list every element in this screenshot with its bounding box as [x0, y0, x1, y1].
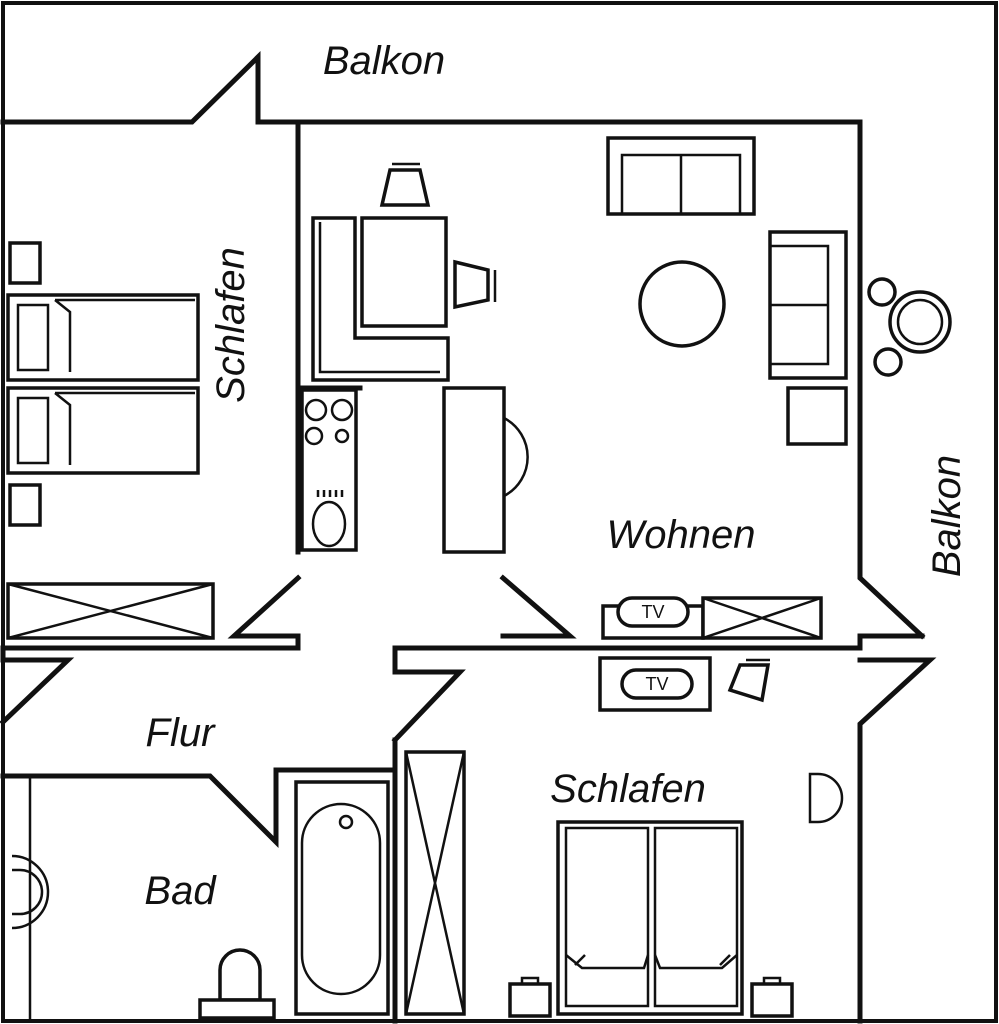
chair [453, 259, 490, 310]
toilet-tank [198, 998, 276, 1020]
nightstand [750, 982, 794, 1018]
stove-burner [304, 398, 328, 422]
bench [311, 216, 450, 382]
coffee-table [638, 260, 726, 348]
stove-burner [330, 398, 354, 422]
sink [311, 500, 347, 548]
bathroom-fixtures [11, 750, 466, 1020]
living-tv-unit: TV [601, 596, 823, 640]
balcony-chair [867, 277, 897, 307]
room-label-schlafen-bottom: Schlafen [550, 767, 706, 811]
stove-burner [334, 428, 350, 444]
kitchen-counter [300, 388, 358, 552]
kitchen [300, 386, 529, 554]
balcony-chair [873, 347, 903, 377]
toilet [218, 948, 262, 1002]
walls [0, 51, 937, 1024]
tv-label: TV [645, 674, 668, 694]
tv [616, 596, 690, 628]
room-label-balkon-right: Balkon [925, 455, 969, 577]
room-label-flur: Flur [146, 711, 217, 755]
room-labels: Balkon Schlafen Wohnen Balkon Flur Bad S… [144, 39, 969, 913]
bed [6, 293, 200, 382]
dining-table [360, 216, 448, 328]
bed [6, 386, 200, 475]
balcony-furniture [867, 277, 952, 377]
double-bed [556, 820, 744, 1016]
tv-label: TV [641, 602, 664, 622]
chair [727, 663, 771, 703]
room-label-balkon-top: Balkon [323, 39, 445, 83]
nightstand [508, 982, 552, 1018]
chair [379, 168, 431, 207]
room-label-bad: Bad [144, 869, 217, 913]
left-bedroom-furniture [6, 241, 215, 640]
stove-burner [304, 426, 324, 446]
living-room-furniture [606, 136, 848, 446]
side-table [786, 386, 848, 446]
nightstand [8, 483, 42, 527]
bedroom-furniture: TV [508, 656, 844, 1018]
tv [620, 668, 694, 700]
room-label-wohnen: Wohnen [607, 513, 756, 557]
dining-area [311, 162, 497, 382]
nightstand [8, 241, 42, 285]
refrigerator [442, 386, 506, 554]
room-label-schlafen-left: Schlafen [209, 247, 253, 403]
